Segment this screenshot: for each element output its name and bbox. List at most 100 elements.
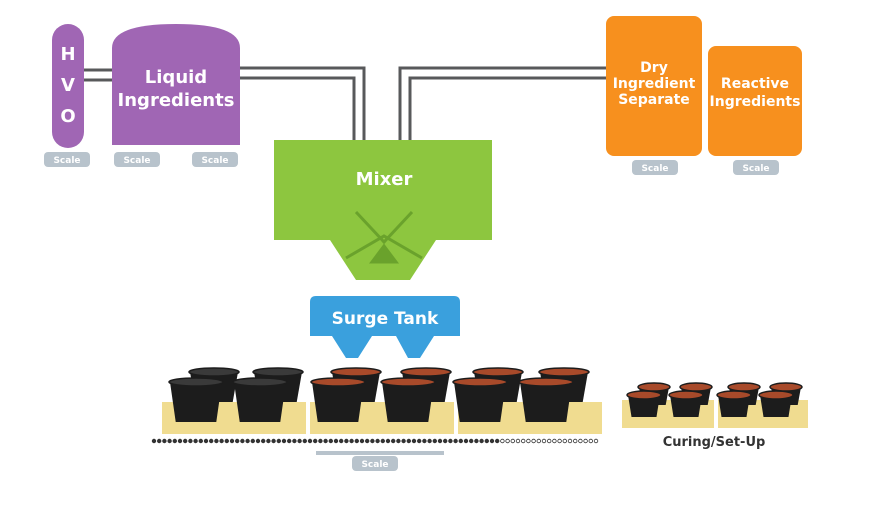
conveyor-roller	[266, 438, 271, 444]
dry-tank-label-line2: Ingredient	[613, 76, 696, 92]
conveyor-roller	[234, 438, 240, 444]
conveyor-roller	[567, 438, 573, 444]
liquid-tank-body	[112, 24, 240, 145]
conveyor-roller	[162, 438, 167, 444]
pot-filled	[668, 390, 704, 417]
conveyor-roller	[531, 438, 536, 444]
dry-tank-label-line1: Dry	[640, 60, 668, 76]
conveyor-roller	[593, 438, 599, 444]
conveyor-roller	[313, 438, 318, 444]
pot-empty	[232, 377, 288, 422]
conveyor-roller	[344, 438, 349, 444]
conveyor-roller	[271, 438, 276, 444]
conveyor-roller	[463, 438, 469, 444]
conveyor-roller	[547, 438, 552, 444]
conveyor-roller	[255, 438, 261, 444]
conveyor-roller	[333, 438, 339, 444]
conveyor-roller	[328, 438, 333, 444]
conveyor-roller	[500, 438, 505, 444]
conveyor-roller	[224, 438, 229, 444]
conveyor-scale-bar	[316, 451, 444, 455]
conveyor-roller	[474, 438, 479, 444]
conveyor-roller	[172, 438, 177, 444]
conveyor-roller	[484, 438, 489, 444]
scale-liquid-left	[114, 152, 160, 167]
conveyor-roller	[240, 438, 245, 444]
surge-tank-label: Surge Tank	[332, 309, 439, 329]
pot-filled	[626, 390, 662, 417]
conveyor-roller	[411, 438, 417, 444]
scale-reactive	[733, 160, 779, 175]
conveyor-roller	[229, 438, 235, 444]
conveyor-roller	[198, 438, 203, 444]
conveyor-roller	[469, 438, 474, 444]
conveyor-roller	[188, 438, 193, 444]
dry-ingredient-tank: Dry Ingredient Separate	[606, 16, 702, 156]
scale-dry-label: Scale	[641, 164, 668, 174]
liquid-tank-label-line1: Liquid	[145, 67, 207, 88]
pot-filled	[380, 377, 436, 422]
conveyor-roller	[292, 438, 297, 444]
conveyor-roller	[505, 438, 510, 444]
pipes	[82, 66, 608, 140]
conveyor-scale: Scale	[316, 451, 444, 471]
conveyor-roller	[515, 438, 521, 444]
hvo-letter-v: V	[61, 75, 75, 96]
conveyor-roller	[281, 438, 287, 444]
conveyor-roller	[276, 438, 281, 444]
hvo-letter-h: H	[60, 44, 75, 65]
conveyor-roller	[302, 438, 307, 444]
conveyor-roller	[156, 438, 162, 444]
pot-filled	[716, 390, 752, 417]
conveyor-roller	[167, 438, 172, 444]
reactive-tank-label-line1: Reactive	[721, 76, 789, 92]
pots	[168, 367, 803, 422]
reactive-ingredients-tank: Reactive Ingredients	[708, 46, 802, 156]
conveyor-roller	[214, 438, 219, 444]
conveyor-roller	[562, 438, 567, 444]
mixer: Mixer	[274, 140, 492, 280]
conveyor-roller	[453, 438, 458, 444]
conveyor-roller	[370, 438, 375, 444]
conveyor-roller	[427, 438, 432, 444]
conveyor-roller	[359, 438, 365, 444]
pipe-dry-mixer	[398, 66, 608, 140]
conveyor-roller	[287, 438, 292, 444]
conveyor-roller	[261, 438, 266, 444]
conveyor-roller	[495, 438, 500, 444]
conveyor-roller	[479, 438, 484, 444]
surge-tank-body	[310, 296, 460, 358]
conveyor-roller	[541, 438, 547, 444]
scale-hvo-label: Scale	[53, 156, 80, 166]
hvo-tank: H V O	[52, 24, 84, 148]
tank-scales: Scale Scale Scale Scale Scale	[44, 152, 779, 175]
conveyor-roller	[422, 438, 427, 444]
conveyor-roller	[552, 438, 557, 444]
conveyor-roller	[151, 438, 157, 444]
reactive-tank-body	[708, 46, 802, 156]
scale-liquid-right	[192, 152, 238, 167]
scale-reactive-label: Scale	[742, 164, 769, 174]
scale-liquid-left-label: Scale	[123, 156, 150, 166]
dry-tank-label-line3: Separate	[618, 92, 690, 108]
conveyor-roller	[437, 438, 443, 444]
reactive-tank-label-line2: Ingredients	[710, 94, 801, 110]
pot-filled	[758, 390, 794, 417]
conveyor-roller	[177, 438, 183, 444]
conveyor-roller	[432, 438, 437, 444]
conveyor-roller	[307, 438, 313, 444]
conveyor-roller	[385, 438, 391, 444]
pipe-liquid-mixer	[238, 66, 366, 140]
conveyor-roller	[297, 438, 302, 444]
conveyor-roller	[526, 438, 531, 444]
conveyor-roller	[318, 438, 323, 444]
pot-filled	[518, 377, 574, 422]
conveyor-roller	[588, 438, 593, 444]
curing-label: Curing/Set-Up	[663, 435, 766, 450]
conveyor-roller	[182, 438, 188, 444]
conveyor-roller	[443, 438, 448, 444]
conveyor-roller	[250, 438, 255, 444]
conveyor-roller	[510, 438, 515, 444]
conveyor-roller	[401, 438, 406, 444]
